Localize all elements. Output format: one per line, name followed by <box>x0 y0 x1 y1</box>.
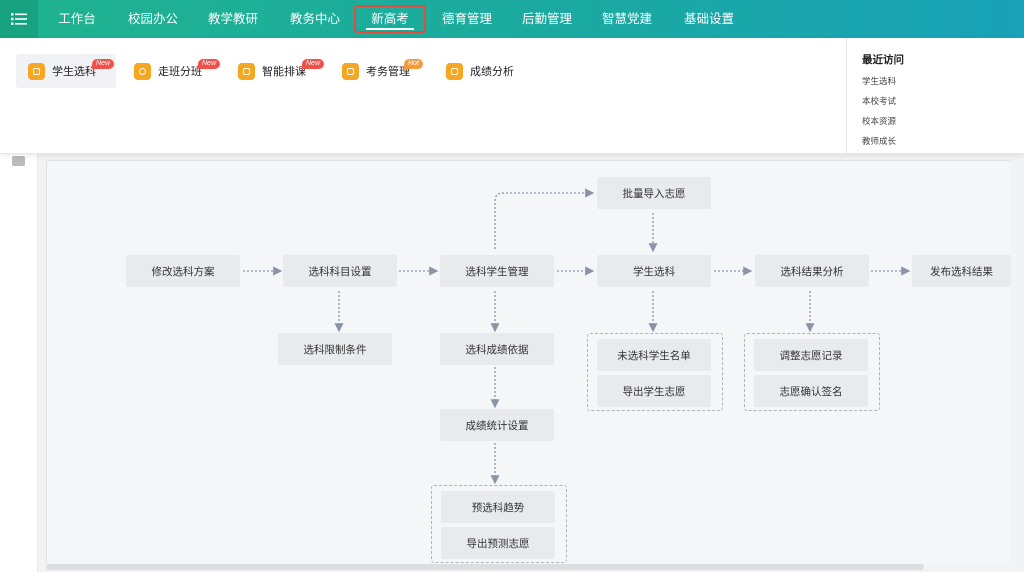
exam-management-icon <box>342 62 359 80</box>
node-batch-import[interactable]: 批量导入志愿 <box>597 177 711 209</box>
node-export-prediction[interactable]: 导出预测志愿 <box>441 527 555 559</box>
top-navigation-bar: 工作台 校园办公 教学教研 教务中心 新高考 德育管理 后勤管理 智慧党建 基础… <box>0 0 1024 38</box>
class-assignment-icon <box>134 62 151 80</box>
nav-workbench[interactable]: 工作台 <box>58 11 96 26</box>
node-modify-plan[interactable]: 修改选科方案 <box>126 255 240 287</box>
student-list-group <box>587 333 723 411</box>
node-score-stats[interactable]: 成绩统计设置 <box>440 409 554 441</box>
submenu-label: 走班分班 <box>158 65 202 78</box>
new-badge: New <box>92 59 115 69</box>
active-underline <box>366 28 414 30</box>
nav-basic-settings[interactable]: 基础设置 <box>683 11 734 26</box>
submenu-dropdown: 学生选科 New 走班分班 New 智能排课 New 考务管理 Hot 成绩分析… <box>0 38 1024 154</box>
node-adjust-record[interactable]: 调整志愿记录 <box>754 339 868 371</box>
nav-moral-education[interactable]: 德育管理 <box>441 11 492 26</box>
node-subject-settings[interactable]: 选科科目设置 <box>283 255 397 287</box>
score-analysis-icon <box>446 62 463 80</box>
flowchart-canvas: 修改选科方案 选科科目设置 选科限制条件 选科学生管理 选科成绩依据 成绩统计设… <box>46 160 1011 564</box>
node-restriction[interactable]: 选科限制条件 <box>278 333 392 365</box>
submenu-label: 成绩分析 <box>470 65 514 78</box>
nav-new-gaokao[interactable]: 新高考 <box>354 5 426 33</box>
node-unselected-list[interactable]: 未选科学生名单 <box>597 339 711 371</box>
recent-visits-title: 最近访问 <box>862 54 904 66</box>
horizontal-scrollbar[interactable] <box>46 564 924 570</box>
submenu-student-subject-selection[interactable]: 学生选科 New <box>16 54 116 88</box>
arrow <box>494 188 595 249</box>
flow-arrows <box>243 188 911 485</box>
menu-icon[interactable] <box>0 0 38 38</box>
recent-link[interactable]: 学生选科 <box>862 77 897 87</box>
node-confirm-sign[interactable]: 志愿确认签名 <box>754 375 868 407</box>
recent-link[interactable]: 教师成长 <box>862 137 897 147</box>
left-sidebar <box>0 154 38 572</box>
new-badge: New <box>302 59 325 69</box>
node-student-management[interactable]: 选科学生管理 <box>440 255 554 287</box>
submenu-label: 智能排课 <box>262 65 306 78</box>
submenu-label: 学生选科 <box>52 65 96 78</box>
nav-academic-center[interactable]: 教务中心 <box>289 11 340 26</box>
node-score-basis[interactable]: 选科成绩依据 <box>440 333 554 365</box>
recent-link[interactable]: 校本资源 <box>862 117 897 127</box>
adjustment-group <box>744 333 880 411</box>
submenu-exam-management[interactable]: 考务管理 Hot <box>330 54 430 88</box>
node-result-analysis[interactable]: 选科结果分析 <box>755 255 869 287</box>
submenu-class-assignment[interactable]: 走班分班 New <box>122 54 222 88</box>
nav-campus-office[interactable]: 校园办公 <box>127 11 178 26</box>
new-badge: New <box>198 59 221 69</box>
node-student-select[interactable]: 学生选科 <box>597 255 711 287</box>
submenu-smart-scheduling[interactable]: 智能排课 New <box>226 54 326 88</box>
nav-logistics[interactable]: 后勤管理 <box>521 11 572 26</box>
scheduling-icon <box>238 62 255 80</box>
subject-selection-icon <box>28 62 45 80</box>
submenu-score-analysis[interactable]: 成绩分析 <box>434 54 524 88</box>
nav-new-gaokao-label: 新高考 <box>371 11 409 26</box>
submenu-label: 考务管理 <box>366 65 410 78</box>
prediction-group <box>431 485 567 563</box>
recent-visits-panel: 最近访问 学生选科 本校考试 校本资源 教师成长 <box>846 38 1024 154</box>
sidebar-toggle-icon[interactable] <box>12 156 25 166</box>
node-publish-result[interactable]: 发布选科结果 <box>912 255 1011 287</box>
recent-link[interactable]: 本校考试 <box>862 97 897 107</box>
node-export-wish[interactable]: 导出学生志愿 <box>597 375 711 407</box>
nav-teaching-research[interactable]: 教学教研 <box>207 11 258 26</box>
hot-badge: Hot <box>404 59 423 69</box>
nav-party-building[interactable]: 智慧党建 <box>601 11 652 26</box>
node-pre-trend[interactable]: 预选科趋势 <box>441 491 555 523</box>
